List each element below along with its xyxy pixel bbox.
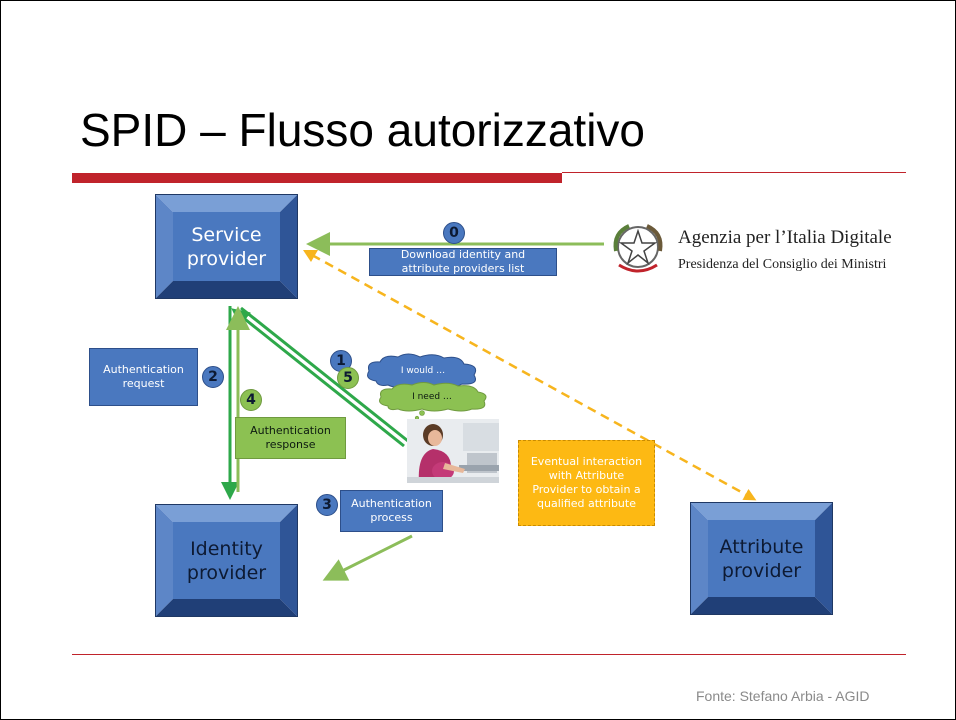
user-at-laptop-photo (407, 419, 499, 483)
attribute-provider-label: Attribute provider (719, 535, 804, 582)
title-underline-thick (72, 173, 562, 183)
italian-republic-emblem-icon (613, 224, 663, 273)
attribute-provider-box: Attribute provider (690, 502, 833, 615)
identity-provider-label: Identity provider (186, 537, 267, 584)
arrow-attribute-back-head (303, 250, 318, 262)
agid-subtitle: Presidenza del Consiglio dei Ministri (678, 257, 887, 272)
service-provider-box: Service provider (155, 194, 298, 299)
step-3-box: Authentication process (340, 490, 443, 532)
thought-cloud-blue-text: I would … (400, 366, 446, 376)
step-2-box: Authentication request (89, 348, 198, 406)
step-2-badge: 2 (202, 366, 224, 388)
step-0-box: Download identity and attribute provider… (369, 248, 557, 276)
step-3-badge: 3 (316, 494, 338, 516)
thought-cloud-green-text: I need … (412, 392, 452, 402)
slide-title: SPID – Flusso autorizzativo (80, 104, 646, 156)
eventual-interaction-box: Eventual interaction with Attribute Prov… (518, 440, 655, 526)
service-provider-label: Service provider (186, 223, 267, 270)
arrow-step1 (231, 308, 405, 448)
title-underline-thin (562, 172, 906, 173)
step-4-badge: 4 (240, 389, 262, 411)
step-0-badge: 0 (443, 222, 465, 244)
footer-source: Fonte: Stefano Arbia - AGID (696, 688, 870, 704)
arrow-step3 (322, 534, 413, 581)
thought-cloud-green: I need … (376, 382, 488, 412)
arrow-step5 (240, 306, 409, 443)
identity-provider-box: Identity provider (155, 504, 298, 617)
footer-rule (72, 654, 906, 655)
step-4-box: Authentication response (235, 417, 346, 459)
arrow-attribute (311, 253, 757, 501)
step-5-badge: 5 (337, 367, 359, 389)
agid-name: Agenzia per l’Italia Digitale (678, 227, 892, 248)
